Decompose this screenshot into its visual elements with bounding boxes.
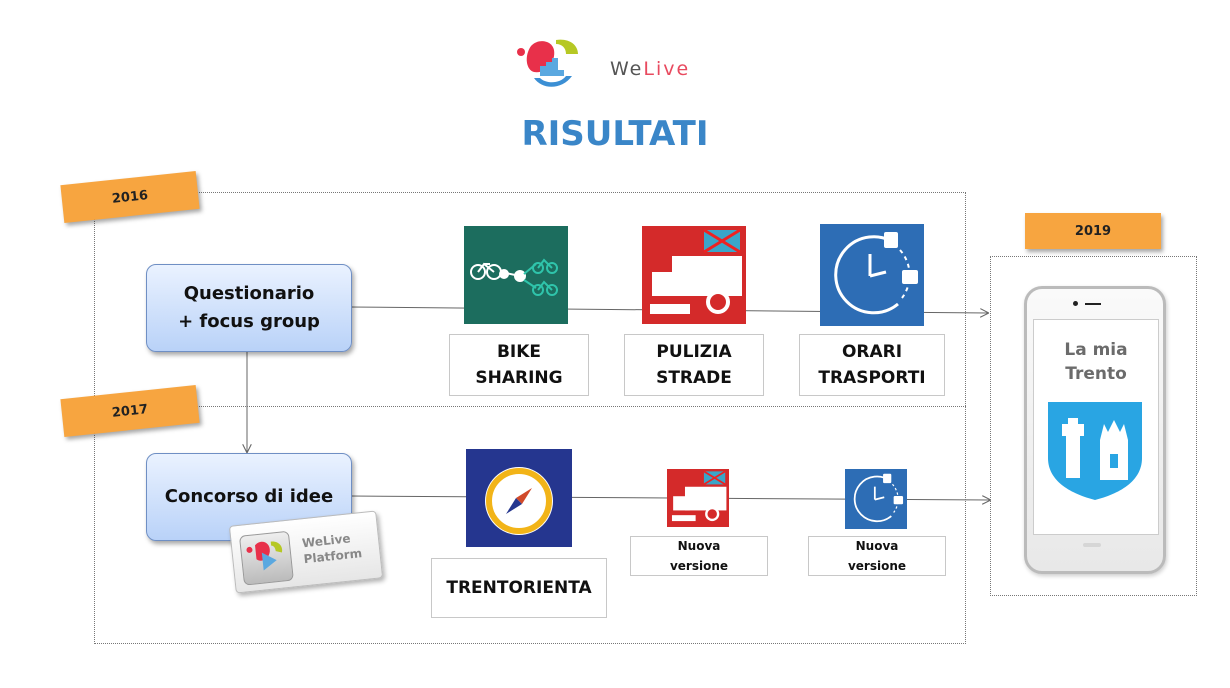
page-title: RISULTATI — [521, 114, 709, 154]
pulizia-strade-line1: PULIZIA — [656, 342, 732, 362]
phone-camera-icon — [1073, 301, 1078, 306]
bike-sharing-tile — [464, 226, 568, 324]
nuova-versione-label-1: Nuova versione — [630, 536, 768, 576]
orari-trasporti-line2: TRASPORTI — [818, 368, 926, 388]
trentorienta-line1: TRENTORIENTA — [446, 578, 592, 598]
welive-logo-text: WeLive — [610, 58, 690, 80]
nuova-versione-1-line2: versione — [669, 559, 729, 573]
bike-sharing-line1: BIKE — [496, 342, 542, 362]
phone-app-line2: Trento — [1065, 364, 1127, 384]
trentorienta-tile — [466, 449, 572, 547]
pulizia-strade-line2: STRADE — [656, 368, 732, 388]
street-sweeper-small-icon — [671, 470, 727, 522]
platform-badge-text: WeLive Platform — [301, 529, 363, 567]
welive-platform-badge: WeLive Platform — [228, 510, 384, 594]
bike-sharing-line2: SHARING — [475, 368, 563, 388]
bike-icon — [470, 258, 558, 296]
trentorienta-label: TRENTORIENTA — [431, 558, 607, 618]
nuova-versione-2-line2: versione — [847, 559, 907, 573]
orari-trasporti-label: ORARI TRASPORTI — [799, 334, 945, 396]
orari-trasporti-line1: ORARI — [841, 342, 903, 362]
stage-questionario: Questionario + focus group — [146, 264, 352, 352]
nuova-versione-label-2: Nuova versione — [808, 536, 946, 576]
welive-logo-icon — [517, 39, 578, 87]
orari-trasporti-v2-tile — [845, 469, 907, 529]
stage-questionario-line2: + focus group — [178, 311, 320, 332]
logo-we: We — [610, 58, 644, 80]
phone-app-line1: La mia — [1064, 340, 1128, 360]
street-sweeper-icon — [650, 228, 742, 314]
nuova-versione-1-line1: Nuova — [677, 539, 721, 553]
phone-home-button — [1083, 543, 1101, 547]
nuova-versione-2-line1: Nuova — [855, 539, 899, 553]
phone-mockup: La mia Trento — [1024, 286, 1166, 574]
clock-transport-icon — [834, 232, 918, 315]
logo-live: Live — [643, 58, 691, 80]
compass-icon — [485, 467, 553, 535]
pulizia-strade-v2-tile — [667, 469, 729, 527]
stage-questionario-line1: Questionario — [183, 283, 315, 304]
bike-sharing-label: BIKE SHARING — [449, 334, 589, 396]
pulizia-strade-label: PULIZIA STRADE — [624, 334, 764, 396]
platform-logo-icon — [238, 530, 294, 586]
trento-shield-icon — [1048, 402, 1142, 500]
phone-speaker-icon — [1085, 303, 1101, 305]
pulizia-strade-tile — [642, 226, 746, 324]
frame-2019 — [990, 256, 1197, 596]
year-badge-2019: 2019 — [1025, 213, 1161, 249]
phone-app-title: La mia Trento — [1034, 338, 1158, 386]
clock-transport-small-icon — [853, 473, 904, 523]
phone-screen: La mia Trento — [1033, 319, 1159, 535]
orari-trasporti-tile — [820, 224, 924, 326]
stage-concorso-label: Concorso di idee — [164, 486, 334, 507]
frame-divider — [94, 406, 966, 407]
